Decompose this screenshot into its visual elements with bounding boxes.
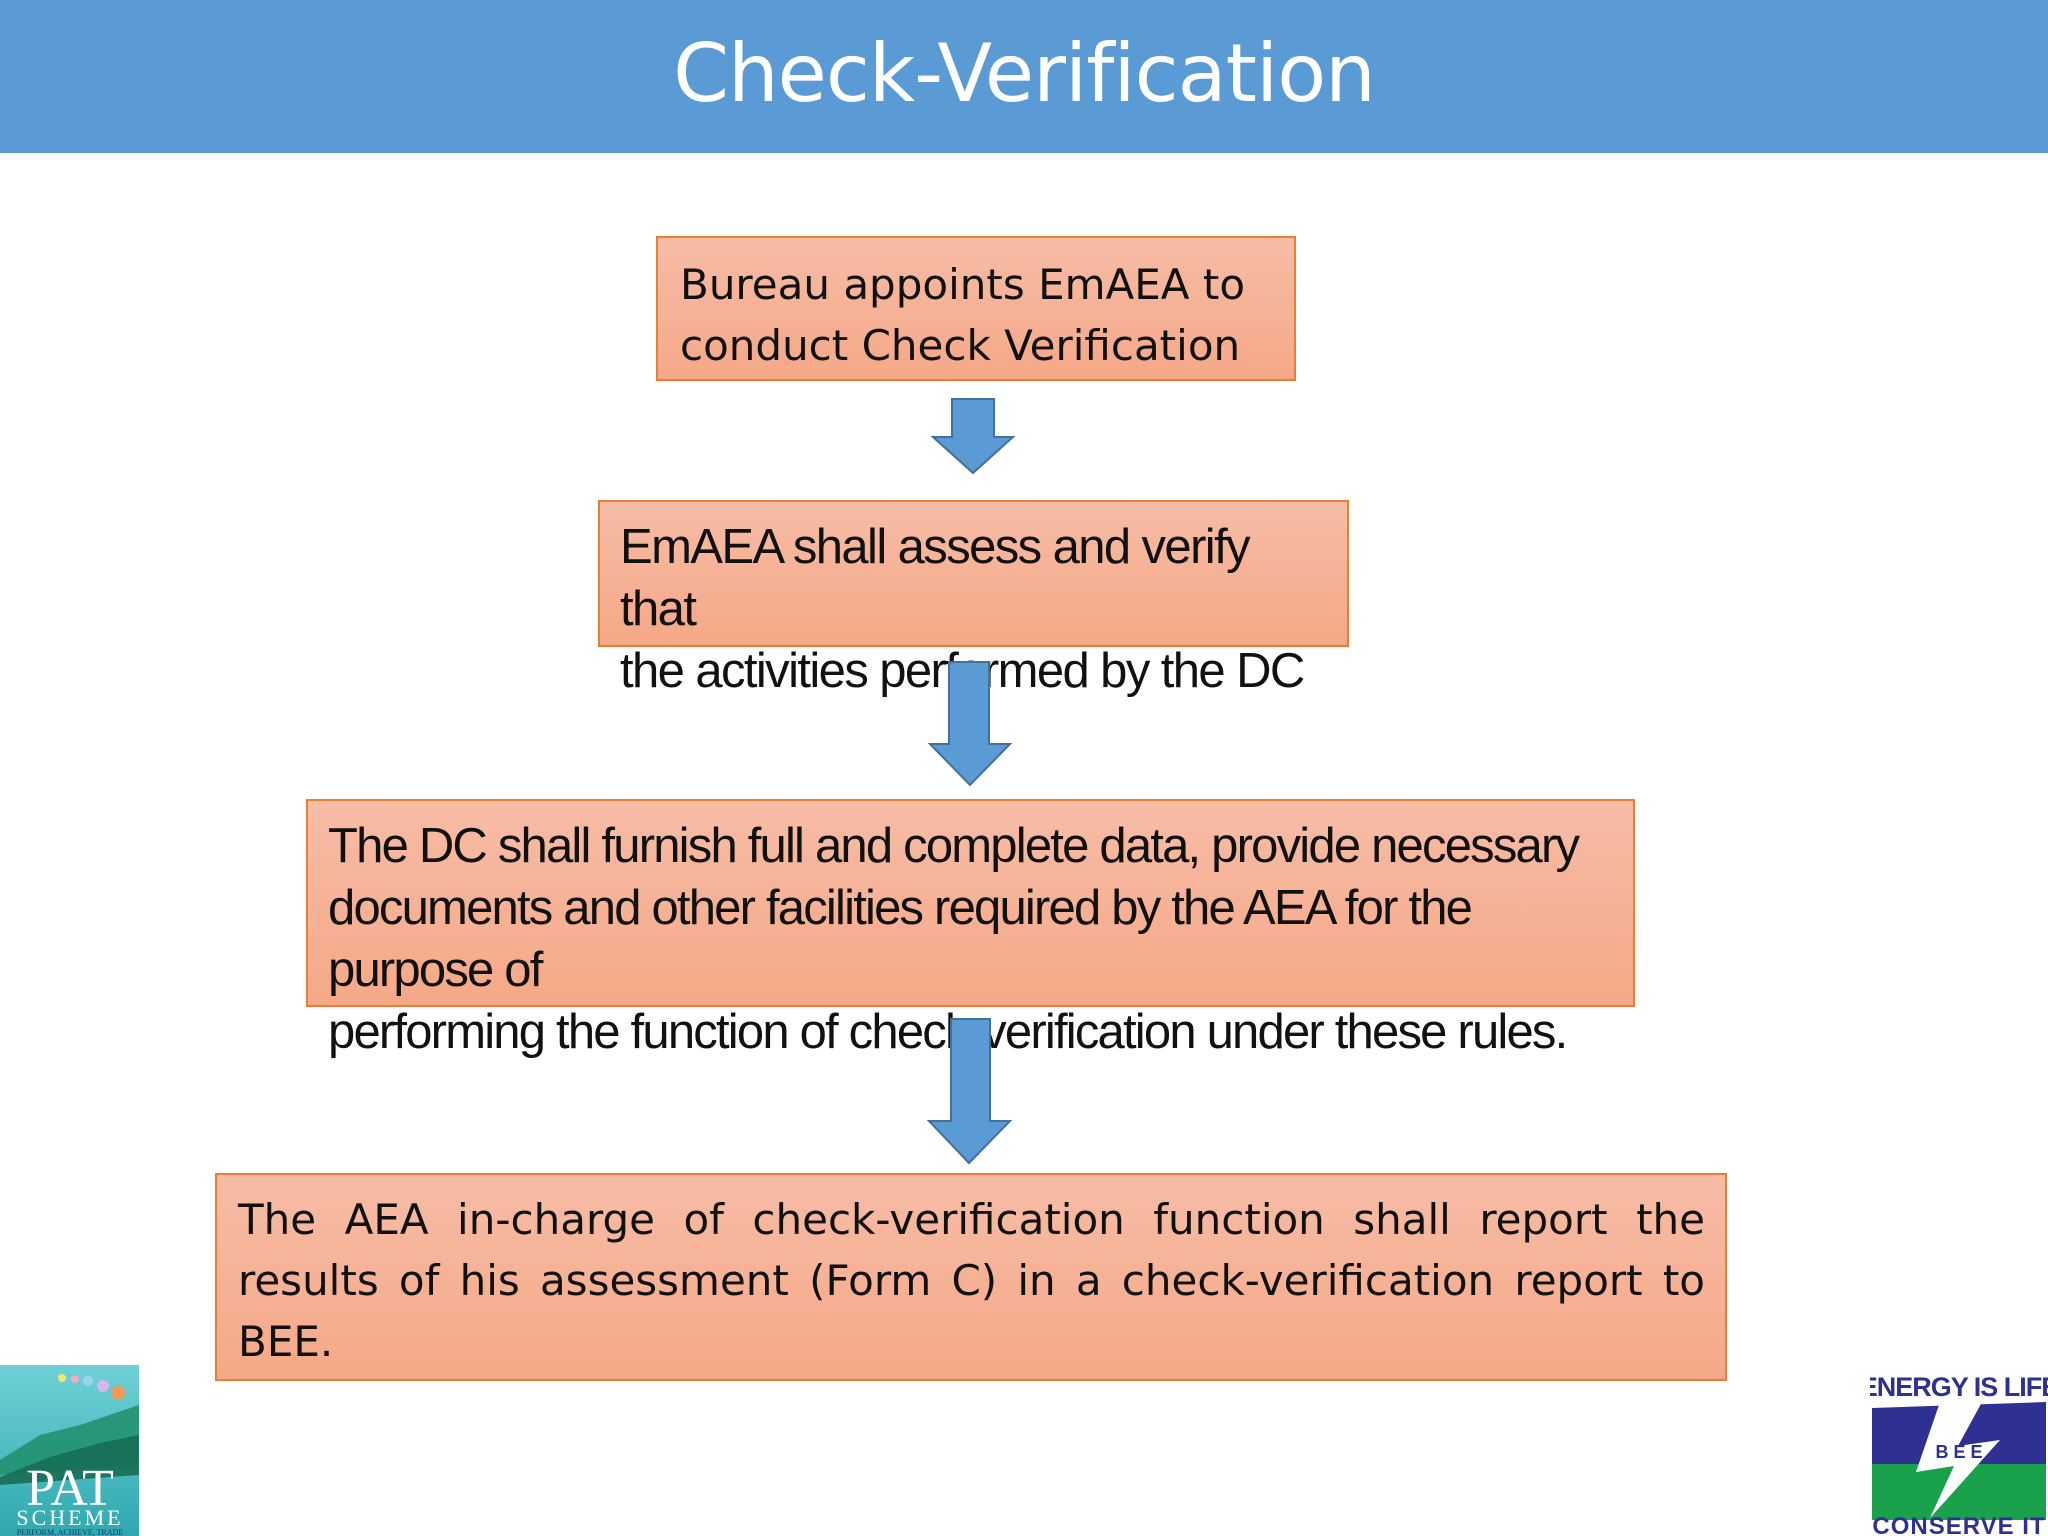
- title-bar: [0, 0, 2048, 153]
- down-arrow-icon: [927, 661, 1013, 787]
- bee-logo: ENERGY IS LIFE B E E CONSERVE IT: [1870, 1368, 2048, 1536]
- pat-logo-main: PAT: [26, 1460, 114, 1517]
- down-arrow-icon: [926, 1018, 1012, 1165]
- flow-step-1-line-1: Bureau appoints EmAEA to: [680, 260, 1246, 309]
- flow-step-1-line-2: conduct Check Verification: [680, 321, 1241, 370]
- bee-logo-bottom: CONSERVE IT: [1872, 1513, 2045, 1536]
- flow-step-4: The AEA in-charge of check-verification …: [215, 1173, 1727, 1381]
- flow-step-3: The DC shall furnish full and complete d…: [306, 799, 1635, 1059]
- flow-step-3-line-1: The DC shall furnish full and complete d…: [328, 819, 1580, 873]
- pat-logo-sub: SCHEME: [16, 1505, 123, 1530]
- flow-step-2: EmAEA shall assess and verify that the a…: [598, 500, 1349, 698]
- slide-title: Check-Verification: [673, 27, 1376, 120]
- flow-step-1: Bureau appoints EmAEA to conduct Check V…: [656, 236, 1296, 381]
- pat-logo-tagline: PERFORM, ACHIEVE, TRADE: [17, 1528, 124, 1536]
- pat-scheme-logo: PAT SCHEME PERFORM, ACHIEVE, TRADE: [0, 1365, 139, 1536]
- flow-step-3-line-3: performing the function of check-verific…: [328, 1005, 1568, 1059]
- bee-logo-top: ENERGY IS LIFE: [1870, 1372, 2048, 1402]
- bee-logo-middle: B E E: [1935, 1442, 1982, 1462]
- down-arrow-icon: [930, 398, 1016, 475]
- flow-step-2-line-1: EmAEA shall assess and verify that: [620, 520, 1251, 636]
- flow-step-3-line-2: documents and other facilities required …: [328, 881, 1473, 997]
